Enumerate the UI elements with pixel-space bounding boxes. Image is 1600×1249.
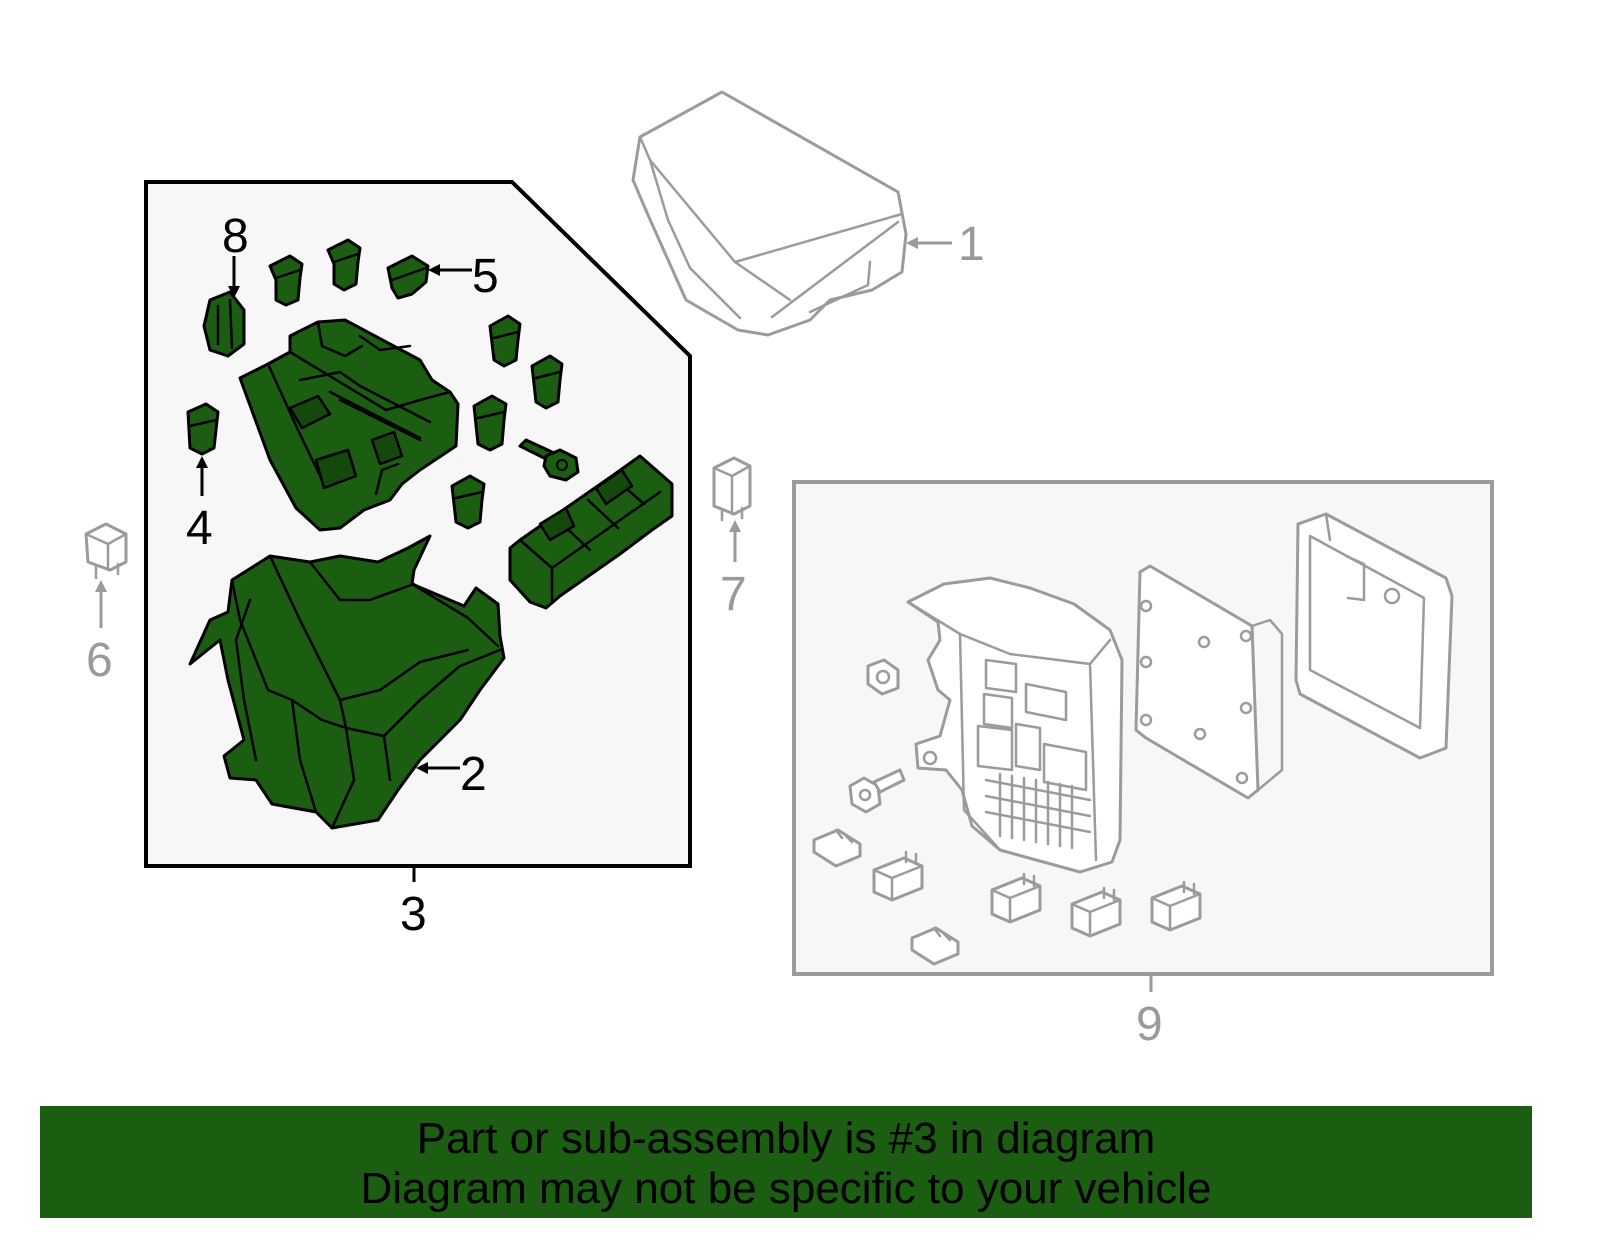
part-7-relay[interactable] [712,456,752,522]
junction-box[interactable] [906,576,1124,874]
callout-5: 5 [472,250,499,303]
rear-cover[interactable] [1294,512,1454,760]
bolt-green[interactable] [518,438,580,482]
callout-3: 3 [400,888,427,941]
footer-banner: Part or sub-assembly is #3 in diagram Di… [40,1106,1532,1218]
part-8-connector[interactable] [202,290,246,358]
relay-strip-green[interactable] [508,454,674,610]
leader-4-arrowhead [196,456,208,468]
relay-gray-2[interactable] [990,872,1042,924]
part-5-fuse[interactable] [386,254,430,300]
callout-1: 1 [958,218,985,271]
mini-fuse-gray-1[interactable] [812,828,862,868]
nut[interactable] [866,658,900,696]
footer-line-2: Diagram may not be specific to your vehi… [360,1164,1212,1213]
part-1-cover[interactable] [631,90,908,337]
fuse-green-4[interactable] [530,354,564,410]
fuse-green-3[interactable] [488,314,522,368]
relay-gray-4[interactable] [1150,880,1202,932]
part-2-lower-housing[interactable] [188,534,506,830]
relay-gray-3[interactable] [1070,886,1122,938]
fuse-green-2[interactable] [326,238,362,292]
leader-8-arrowhead [228,286,240,298]
part-4-fuse[interactable] [186,402,220,456]
callout-8: 8 [222,210,249,263]
callout-2: 2 [460,748,487,801]
leader-2-arrowhead [416,762,428,774]
relay-gray-1[interactable] [872,850,924,902]
callout-9: 9 [1136,998,1163,1051]
gasket-plate[interactable] [1134,564,1284,800]
bolt-gray[interactable] [848,768,906,814]
fuse-green-1[interactable] [268,254,304,307]
mini-fuse-gray-2[interactable] [910,926,960,966]
footer-line-1: Part or sub-assembly is #3 in diagram [416,1114,1156,1163]
callout-4: 4 [186,502,213,555]
leader-1-arrowhead [906,237,918,249]
callout-6: 6 [86,634,113,687]
part-6-relay[interactable] [84,522,128,580]
fuse-green-6[interactable] [450,474,486,530]
callout-7: 7 [720,568,747,621]
fuse-green-5[interactable] [472,394,508,452]
leader-5-arrowhead [428,264,440,276]
leader-7-arrowhead [729,520,741,532]
leader-6-arrowhead [95,580,107,592]
fuse-block-upper[interactable] [238,318,460,532]
